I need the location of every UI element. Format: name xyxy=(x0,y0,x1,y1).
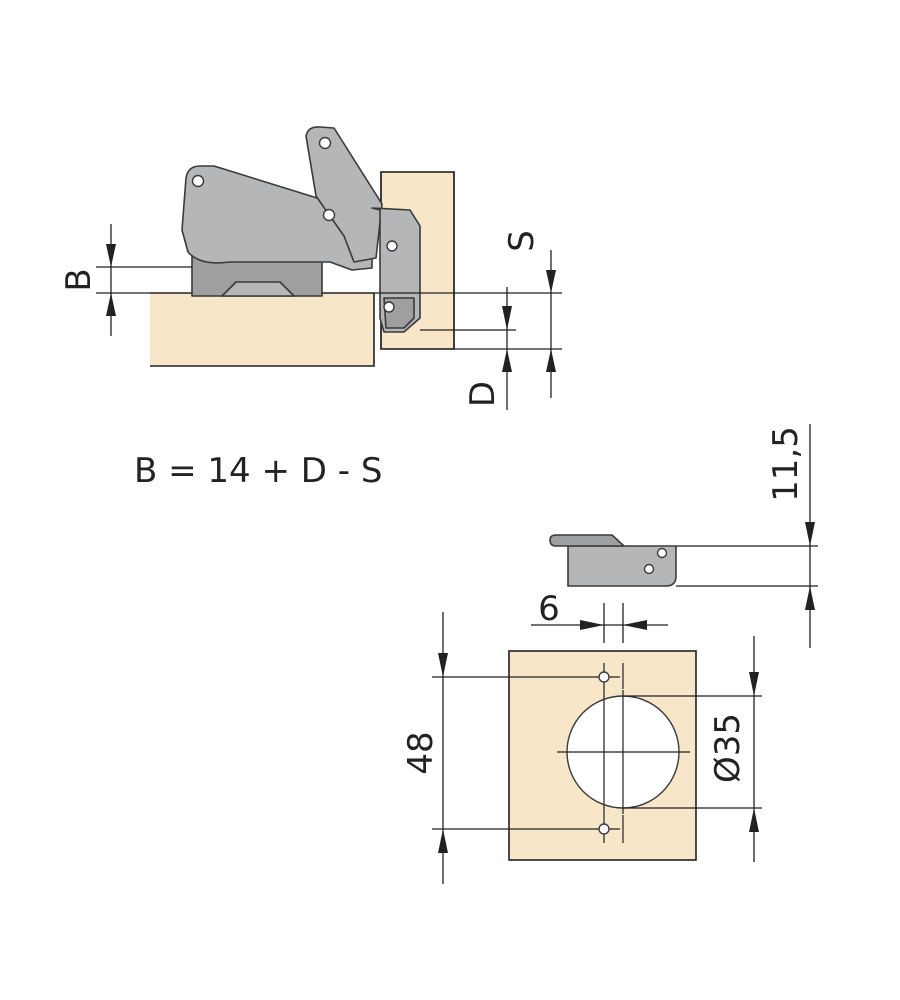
formula-text: B = 14 + D - S xyxy=(134,451,382,491)
plate-body xyxy=(567,545,677,587)
cabinet-panel xyxy=(150,292,375,367)
spacing-label: 48 xyxy=(401,731,441,774)
b-label: B xyxy=(59,268,99,291)
hinge-arm xyxy=(181,165,373,271)
diameter-label: Ø35 xyxy=(708,713,748,783)
offset-label: 6 xyxy=(538,589,560,629)
s-label: S xyxy=(502,230,542,252)
d-label: D xyxy=(463,381,503,407)
plate-side-view: 11,5 xyxy=(549,424,818,648)
drilling-template: 6 48 Ø35 xyxy=(401,589,762,884)
side-view: B S D xyxy=(59,126,562,410)
hinge-linkage xyxy=(305,126,383,263)
plate-height-label: 11,5 xyxy=(766,426,806,502)
